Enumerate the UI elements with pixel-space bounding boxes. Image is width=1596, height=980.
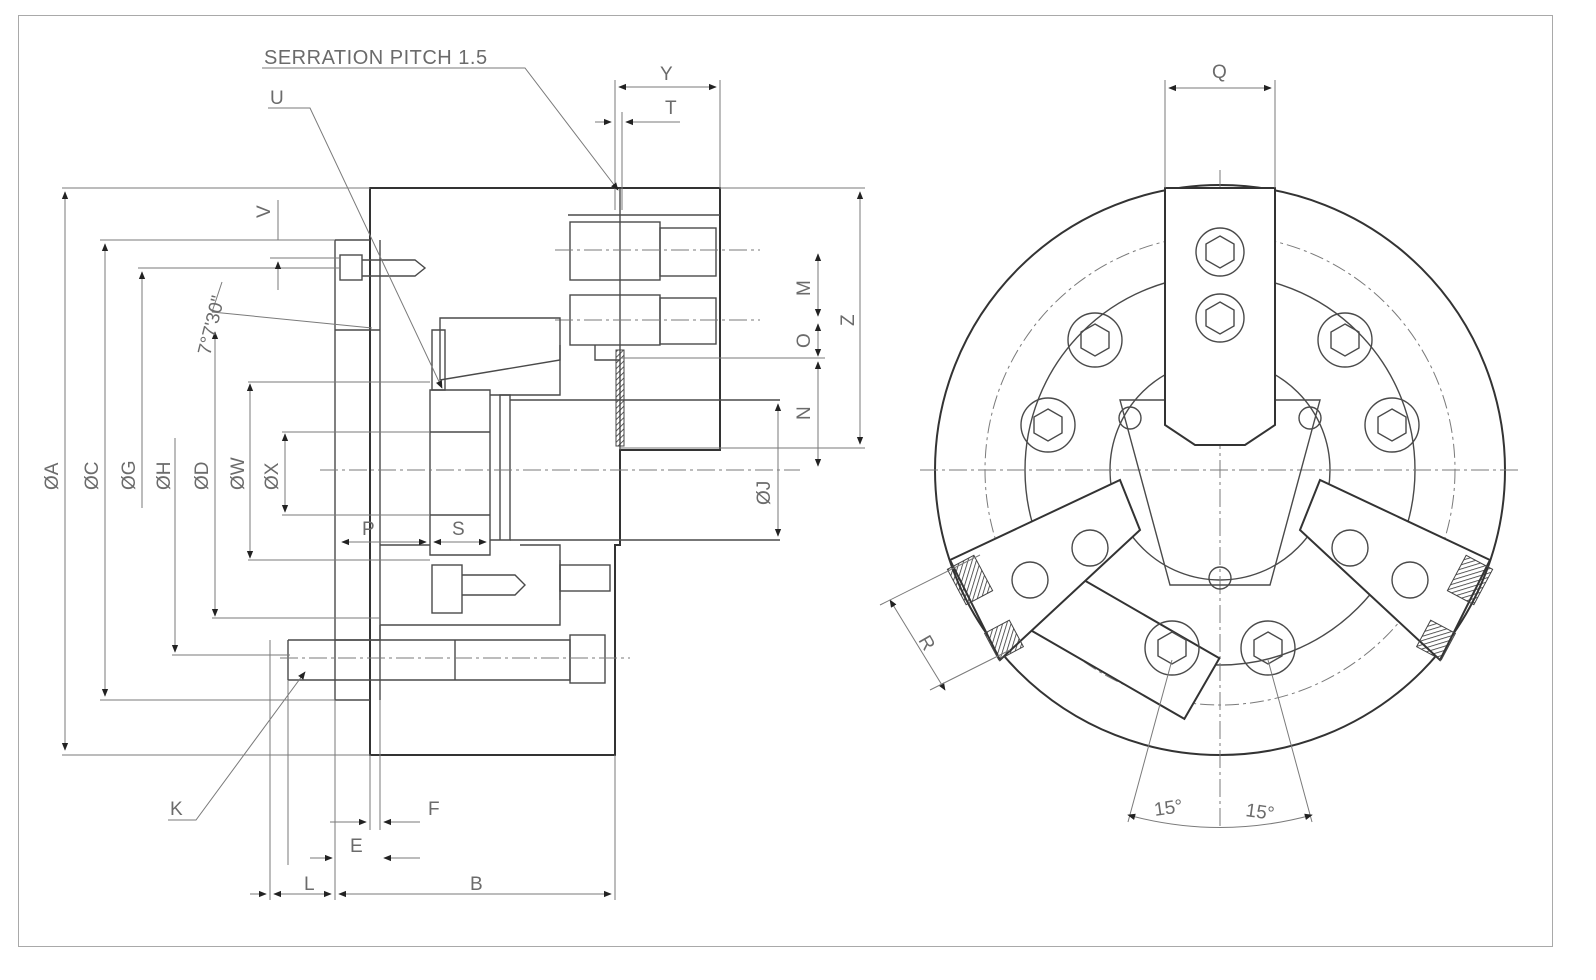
label-A: ØA — [42, 462, 63, 490]
label-R: R — [914, 632, 939, 654]
label-B: B — [470, 874, 483, 895]
label-J: ØJ — [754, 481, 775, 505]
label-Q: Q — [1212, 62, 1227, 83]
label-O: O — [794, 333, 815, 348]
label-K: K — [170, 799, 183, 820]
label-T: T — [665, 98, 677, 119]
label-Z: Z — [838, 314, 859, 326]
label-angle-left: 15° — [1153, 796, 1184, 821]
label-D: ØD — [192, 462, 213, 491]
label-Y: Y — [660, 64, 673, 85]
label-X: ØX — [262, 462, 283, 490]
label-H: ØH — [154, 462, 175, 491]
label-S: S — [452, 519, 465, 540]
label-angle: 7°7'30" — [194, 294, 229, 358]
label-E: E — [350, 836, 363, 857]
label-C: ØC — [82, 462, 103, 491]
label-G: ØG — [119, 460, 140, 490]
label-L: L — [304, 874, 315, 895]
label-F: F — [428, 799, 440, 820]
front-view — [879, 80, 1520, 830]
label-M: M — [794, 280, 815, 296]
label-V: V — [254, 205, 275, 218]
label-U: U — [270, 88, 284, 109]
label-angle-right: 15° — [1244, 800, 1275, 825]
label-serration: SERRATION PITCH 1.5 — [264, 47, 488, 69]
label-N: N — [794, 406, 815, 420]
label-P: P — [362, 519, 375, 540]
side-view — [61, 67, 865, 900]
label-W: ØW — [228, 457, 249, 490]
